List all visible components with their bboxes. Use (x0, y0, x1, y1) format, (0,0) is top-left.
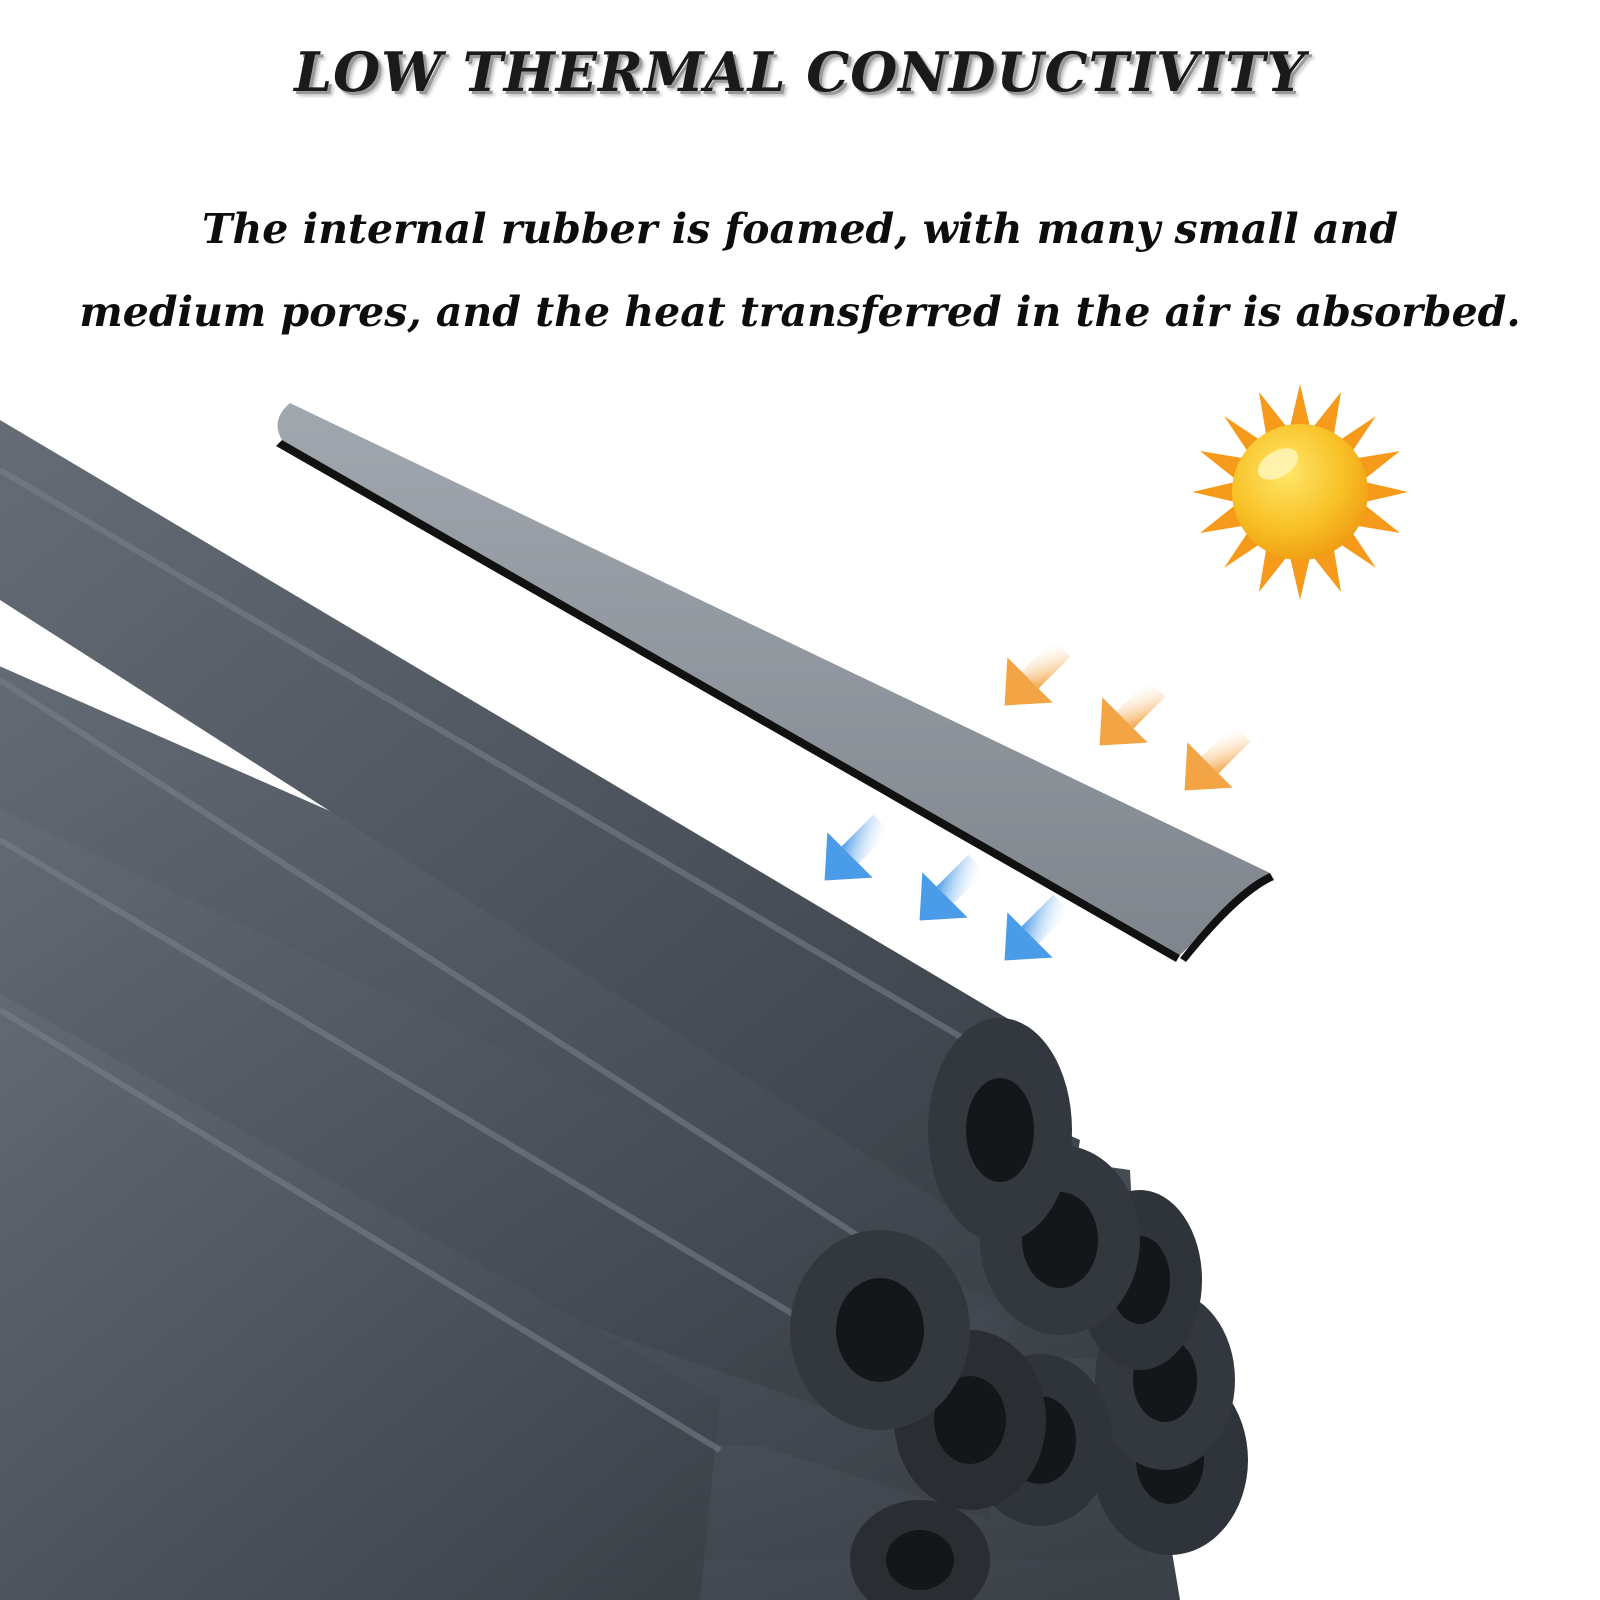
description-line-2: medium pores, and the heat transferred i… (79, 288, 1521, 336)
page-title: LOW THERMAL CONDUCTIVITY (294, 40, 1306, 104)
illustration-canvas (0, 384, 1408, 1600)
cold-arrow-icon (824, 814, 1071, 961)
product-illustration (0, 380, 1600, 1600)
tube-highlights (0, 467, 1002, 1453)
description-line-1: The internal rubber is foamed, with many… (201, 205, 1399, 253)
tube-ends (790, 1018, 1248, 1600)
heat-arrow-icon (1004, 639, 1251, 791)
sun-icon (1192, 384, 1408, 600)
half-pipe-shell (276, 403, 1274, 962)
